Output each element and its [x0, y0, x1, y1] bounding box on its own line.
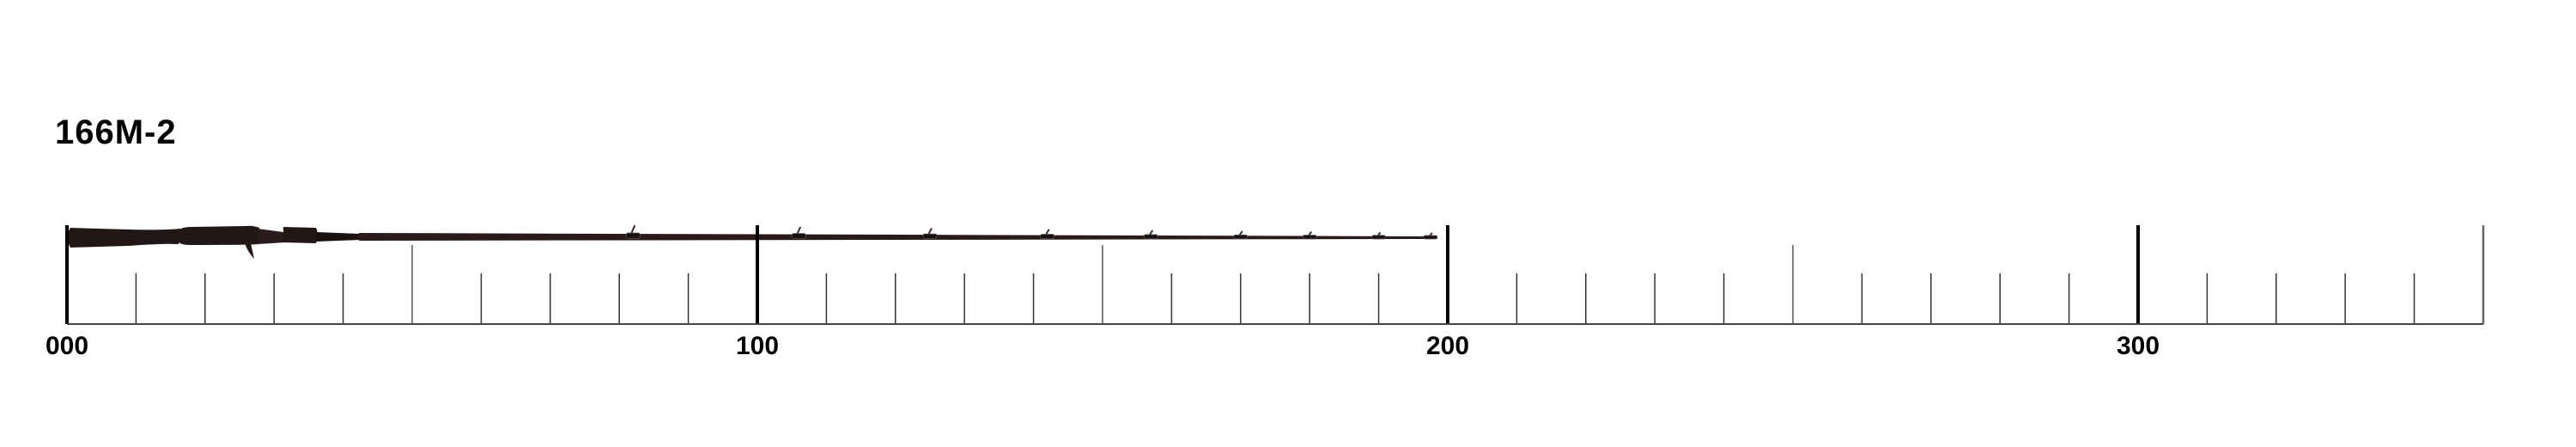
- ruler-label: 100: [736, 332, 779, 360]
- ruler-labels: 000 100 200 300: [46, 332, 2160, 360]
- ruler-ticks: [65, 225, 2485, 324]
- rod-fore-grip: [179, 225, 259, 245]
- rod-reel-nut: [283, 227, 318, 243]
- ruler-label: 000: [46, 332, 88, 360]
- rod-guide: [1371, 231, 1386, 240]
- ruler-label: 200: [1426, 332, 1469, 360]
- rod-trigger: [245, 243, 254, 259]
- ruler-label: 300: [2117, 332, 2160, 360]
- rod-reel-seat: [258, 229, 285, 244]
- rod-rear-grip: [67, 228, 180, 248]
- rod-guide: [1143, 230, 1158, 240]
- rod-guide: [1040, 229, 1055, 240]
- rod-blank: [359, 233, 1431, 241]
- rod-guide: [922, 227, 938, 239]
- rod-guide: [791, 226, 806, 239]
- rod-guide: [1233, 230, 1249, 240]
- rod-model-title: 166M-2: [55, 113, 177, 151]
- rod-tip-top-guide: [1423, 232, 1438, 240]
- rod-guide: [1302, 231, 1317, 240]
- rod-guide: [625, 224, 641, 239]
- rod-hook-keeper: [316, 232, 361, 242]
- fishing-rod: [67, 224, 1438, 259]
